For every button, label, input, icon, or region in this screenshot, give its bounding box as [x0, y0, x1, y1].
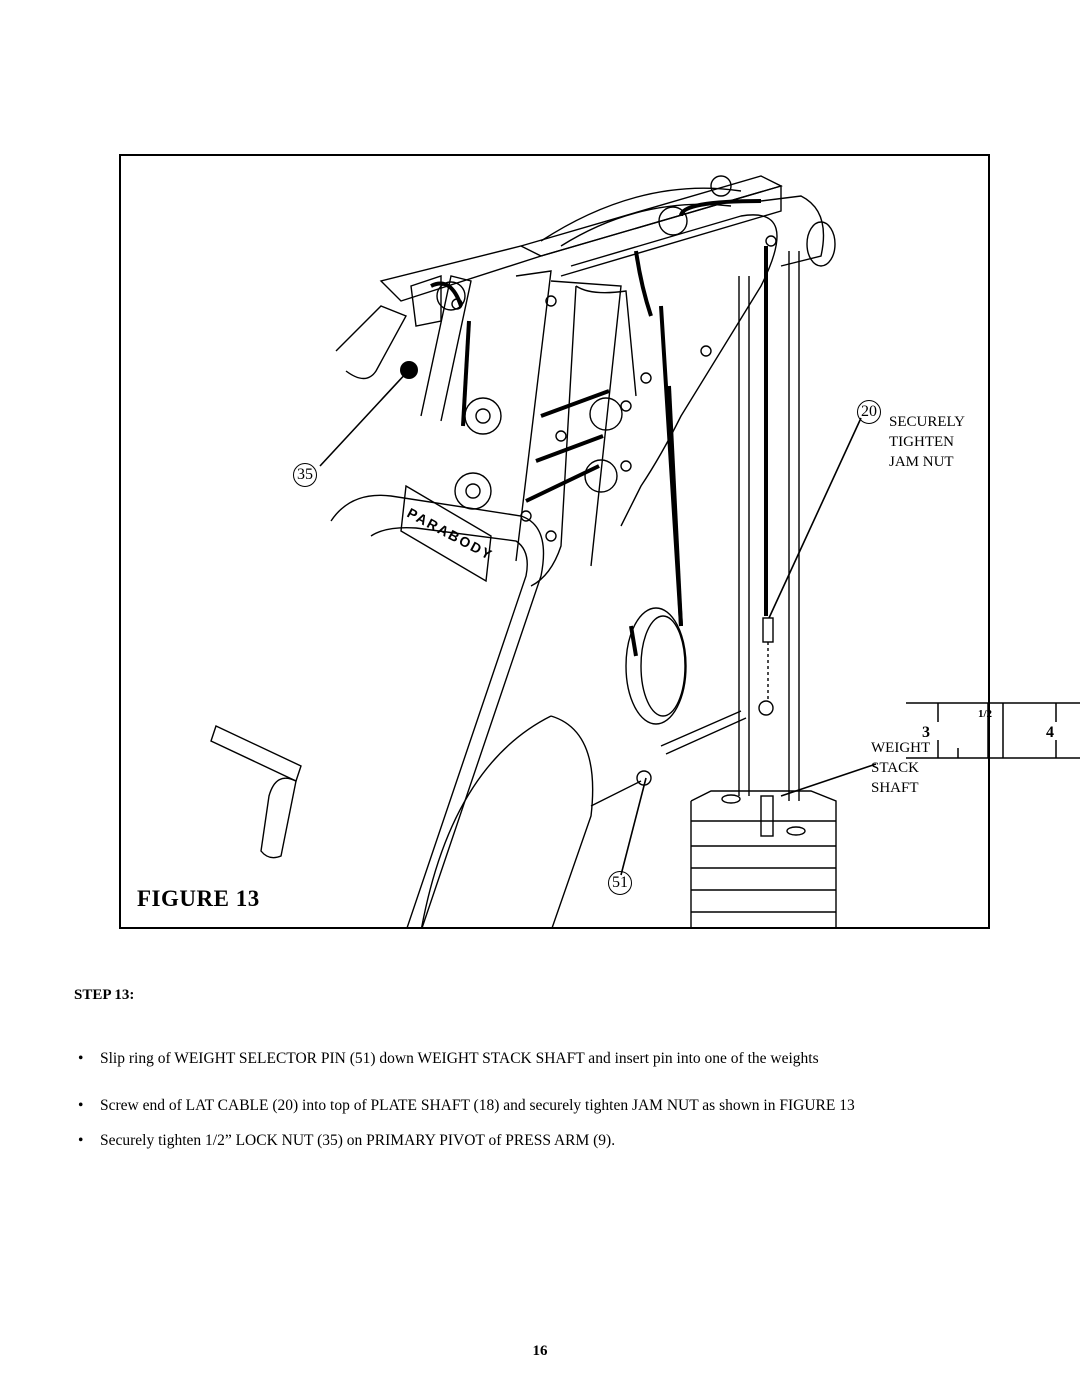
callout-35: 35: [293, 463, 317, 487]
shaft-label-line-2: STACK: [871, 760, 919, 776]
instruction-item-2: • Screw end of LAT CABLE (20) into top of…: [78, 1096, 855, 1116]
callout-20: 20: [857, 400, 881, 424]
ruler-label-4: 4: [1046, 724, 1054, 741]
instruction-item-3: • Securely tighten 1/2” LOCK NUT (35) on …: [78, 1131, 615, 1151]
callout-51: 51: [608, 871, 632, 895]
inch-ruler: 3 1/2 4: [904, 700, 1080, 760]
shaft-label-line-1: WEIGHT: [871, 740, 931, 756]
jam-nut-label-line-3: JAM NUT: [889, 454, 954, 470]
jam-nut-label-line-1: SECURELY: [889, 414, 966, 430]
page-number: 16: [532, 1343, 548, 1359]
bullet-marker: •: [78, 1097, 84, 1114]
figure-13-frame: PARABODY 35 20 51 SECURELY TIGHTEN JAM N…: [119, 154, 990, 929]
jam-nut-label: SECURELY TIGHTEN JAM NUT: [889, 412, 965, 472]
instruction-item-1: • Slip ring of WEIGHT SELECTOR PIN (51) d…: [78, 1049, 819, 1069]
instruction-text: Securely tighten 1/2” LOCK NUT (35) on P…: [100, 1132, 616, 1149]
weight-stack-shaft-label: WEIGHT STACK SHAFT: [871, 738, 930, 798]
instruction-text: Slip ring of WEIGHT SELECTOR PIN (51) do…: [100, 1050, 819, 1067]
instruction-text: Screw end of LAT CABLE (20) into top of …: [100, 1097, 855, 1114]
jam-nut-label-line-2: TIGHTEN: [889, 434, 954, 450]
bullet-marker: •: [78, 1050, 84, 1067]
svg-text:PARABODY: PARABODY: [405, 505, 496, 564]
gym-machine-illustration: [210, 175, 877, 927]
figure-title: FIGURE 13: [137, 886, 260, 911]
step-heading: STEP 13:: [74, 987, 135, 1003]
ruler-label-3: 3: [922, 724, 930, 741]
bullet-marker: •: [78, 1132, 84, 1149]
ruler-label-half: 1/2: [978, 708, 993, 720]
ruler-lines: [906, 702, 1080, 759]
parabody-logo: PARABODY: [405, 505, 496, 564]
shaft-label-line-3: SHAFT: [871, 780, 919, 796]
